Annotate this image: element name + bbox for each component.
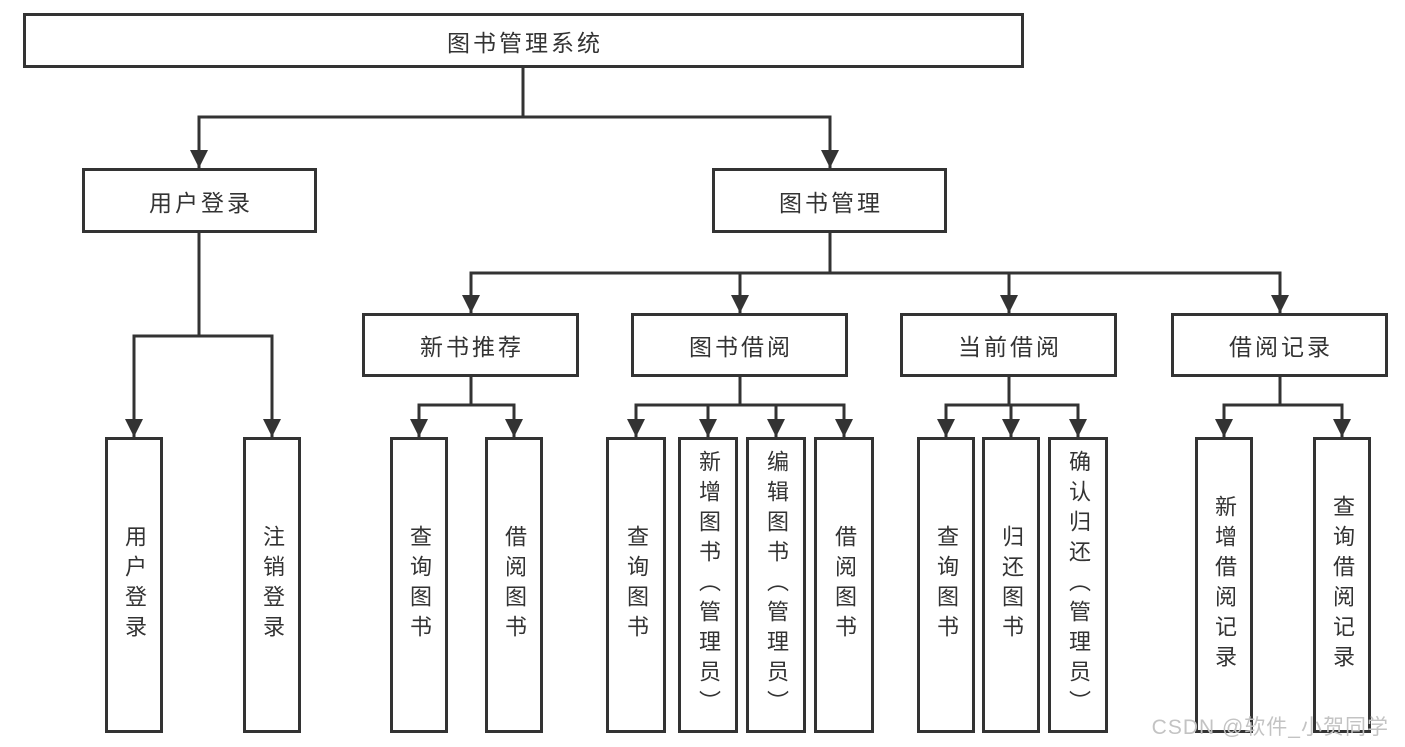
- leaf-borrow-query-books: 查询图书: [606, 437, 666, 733]
- node-current-borrowing-label: 当前借阅: [958, 334, 1062, 360]
- leaf-borrow-borrow-books: 借阅图书: [814, 437, 874, 733]
- connector-root-to-level1: [190, 68, 839, 168]
- leaf-newrec-borrow-books: 借阅图书: [485, 437, 543, 733]
- connector-mgmt-to-level2: [462, 233, 1289, 313]
- connector-newrec-to-leaves: [410, 377, 523, 437]
- leaf-return-book-label: 归还图书: [999, 525, 1024, 645]
- leaf-user-login-label: 用户登录: [122, 525, 147, 645]
- leaf-newrec-query-books: 查询图书: [390, 437, 448, 733]
- leaf-query-borrow-record: 查询借阅记录: [1313, 437, 1371, 733]
- leaf-add-book-admin-label: 新增图书（管理员）: [696, 450, 721, 720]
- connector-borrow-to-leaves: [627, 377, 853, 437]
- node-root: 图书管理系统: [23, 13, 1024, 68]
- leaf-add-borrow-record-label: 新增借阅记录: [1212, 495, 1237, 675]
- node-book-borrowing-label: 图书借阅: [689, 334, 793, 360]
- node-user-login-label: 用户登录: [149, 189, 253, 216]
- leaf-confirm-return-admin: 确认归还（管理员）: [1048, 437, 1108, 733]
- connector-current-to-leaves: [937, 377, 1087, 437]
- leaf-borrow-query-books-label: 查询图书: [624, 525, 649, 645]
- connector-login-to-leaves: [125, 233, 281, 437]
- leaf-newrec-borrow-books-label: 借阅图书: [502, 525, 527, 645]
- node-book-management-label: 图书管理: [779, 189, 883, 216]
- leaf-add-book-admin: 新增图书（管理员）: [678, 437, 738, 733]
- node-user-login: 用户登录: [82, 168, 317, 233]
- leaf-query-borrow-record-label: 查询借阅记录: [1330, 495, 1355, 675]
- leaf-edit-book-admin-label: 编辑图书（管理员）: [764, 450, 789, 720]
- leaf-borrow-borrow-books-label: 借阅图书: [832, 525, 857, 645]
- leaf-edit-book-admin: 编辑图书（管理员）: [746, 437, 806, 733]
- leaf-logout: 注销登录: [243, 437, 301, 733]
- node-borrowing-records-label: 借阅记录: [1229, 334, 1333, 360]
- node-current-borrowing: 当前借阅: [900, 313, 1117, 377]
- node-root-label: 图书管理系统: [447, 29, 603, 56]
- leaf-user-login: 用户登录: [105, 437, 163, 733]
- leaf-current-query-books-label: 查询图书: [934, 525, 959, 645]
- csdn-watermark: CSDN @软件_小贺同学: [1151, 716, 1389, 739]
- leaf-confirm-return-admin-label: 确认归还（管理员）: [1066, 450, 1091, 720]
- node-new-book-recommend-label: 新书推荐: [420, 334, 524, 360]
- node-book-management: 图书管理: [712, 168, 947, 233]
- leaf-logout-label: 注销登录: [260, 525, 285, 645]
- leaf-return-book: 归还图书: [982, 437, 1040, 733]
- leaf-newrec-query-books-label: 查询图书: [407, 525, 432, 645]
- node-book-borrowing: 图书借阅: [631, 313, 848, 377]
- node-new-book-recommend: 新书推荐: [362, 313, 579, 377]
- leaf-current-query-books: 查询图书: [917, 437, 975, 733]
- node-borrowing-records: 借阅记录: [1171, 313, 1388, 377]
- connector-records-to-leaves: [1215, 377, 1351, 437]
- leaf-add-borrow-record: 新增借阅记录: [1195, 437, 1253, 733]
